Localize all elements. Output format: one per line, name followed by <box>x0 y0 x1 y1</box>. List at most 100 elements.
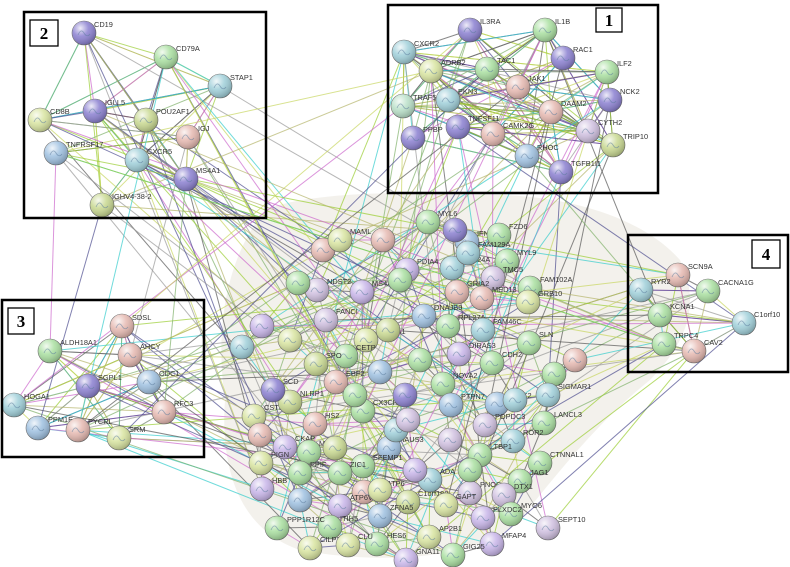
node-structure-glyph <box>382 445 396 452</box>
node-structure-glyph <box>486 131 500 138</box>
node-label: RPL27A <box>458 313 486 322</box>
edge <box>148 381 407 561</box>
node-structure-glyph <box>255 486 269 493</box>
node-structure-glyph <box>328 445 342 452</box>
edge <box>187 136 430 538</box>
cluster-box: 3 <box>0 298 206 459</box>
node-label: POU2AF1 <box>156 107 190 116</box>
node-label: ZIC1 <box>350 460 366 469</box>
protein-node: CD19 <box>71 20 113 46</box>
protein-node: CAV2 <box>681 338 723 364</box>
edge <box>94 56 167 112</box>
node-label: HES6 <box>387 531 406 540</box>
protein-node: FZD6 <box>486 222 527 248</box>
node-structure-glyph <box>521 299 535 306</box>
node-label: PLXDC2 <box>493 505 522 514</box>
edge <box>39 32 85 121</box>
node-structure-glyph <box>247 413 261 420</box>
protein-node: SGPL1 <box>75 373 122 399</box>
node-label: NCK2 <box>620 87 640 96</box>
protein-node: DAAM2 <box>538 99 586 125</box>
cluster-box: 4 <box>626 233 790 374</box>
edge <box>376 469 471 545</box>
node-label: RHOC <box>537 143 559 152</box>
node-label: CX3CR1 <box>373 398 402 407</box>
protein-node: AP2B1 <box>416 524 462 550</box>
cluster-box: 1 <box>386 3 660 195</box>
protein-node: TGFB1I1 <box>548 159 601 185</box>
protein-node <box>395 407 421 433</box>
protein-node: DNAJB9 <box>411 303 462 329</box>
protein-node: CYTH2 <box>575 118 622 144</box>
edge <box>49 152 57 352</box>
cluster-number-box <box>751 239 781 269</box>
edge <box>148 353 460 383</box>
edge <box>253 126 459 417</box>
protein-node: POPDC3 <box>472 412 525 438</box>
edge <box>121 29 471 327</box>
edge <box>13 404 165 413</box>
node-label: CYTH2 <box>598 118 622 127</box>
edge <box>185 178 301 474</box>
node-structure-glyph <box>319 317 333 324</box>
node-label: IGLL5 <box>105 98 125 107</box>
node-structure-glyph <box>522 340 536 347</box>
node-label: CAV2 <box>704 338 723 347</box>
protein-node: ATP6V0D2 <box>327 493 386 519</box>
node-label: HAUS3 <box>399 435 424 444</box>
node-structure-glyph <box>376 237 390 244</box>
protein-node <box>285 270 311 296</box>
node-label: PPP1R12C <box>287 515 325 524</box>
node-label: MYL9 <box>517 248 536 257</box>
protein-node: ZFNA5 <box>367 503 413 529</box>
protein-node: CTNNAL1 <box>527 450 584 476</box>
protein-node <box>392 382 418 408</box>
node-structure-glyph <box>450 289 464 296</box>
protein-node: GNA11 <box>393 547 440 567</box>
cluster-number-box <box>7 307 35 335</box>
node-label: STAP1 <box>230 73 253 82</box>
protein-node <box>249 313 275 339</box>
cluster-outline <box>22 10 268 220</box>
node-structure-glyph <box>393 277 407 284</box>
node-label: LTBP1 <box>490 442 512 451</box>
node-structure-glyph <box>253 432 267 439</box>
node-structure-glyph <box>389 427 403 434</box>
protein-node: PNOC <box>457 480 502 506</box>
protein-node: HBB <box>249 476 287 502</box>
cluster-number: 1 <box>605 11 614 30</box>
protein-node: DIRAS3 <box>446 341 496 367</box>
node-structure-glyph <box>95 202 109 209</box>
node-label: MED13 <box>492 285 517 294</box>
node-structure-glyph <box>439 502 453 509</box>
protein-node: PLXDC2 <box>470 505 522 531</box>
edge <box>145 119 549 396</box>
protein-node <box>562 347 588 373</box>
node-label: SCD <box>283 377 299 386</box>
node-structure-glyph <box>329 379 343 386</box>
node-structure-glyph <box>235 344 249 351</box>
node-label: CD79A <box>176 44 200 53</box>
node-structure-glyph <box>373 487 387 494</box>
protein-node <box>407 347 433 373</box>
edge <box>430 70 552 113</box>
node-structure-glyph <box>634 287 648 294</box>
edge <box>187 136 356 396</box>
protein-node: TRIP10 <box>600 132 648 158</box>
edge <box>402 105 589 132</box>
protein-node: FANCI <box>313 307 358 333</box>
node-structure-glyph <box>606 142 620 149</box>
node-label: JAG1 <box>530 468 548 477</box>
node-label: NOVA2 <box>453 371 478 380</box>
node-structure-glyph <box>406 135 420 142</box>
node-structure-glyph <box>381 327 395 334</box>
node-structure-glyph <box>303 545 317 552</box>
node-structure-glyph <box>538 27 552 34</box>
edge <box>430 70 562 173</box>
node-label: C1orf10 <box>754 310 780 319</box>
protein-node <box>457 457 483 483</box>
protein-node: TAC1 <box>474 56 515 82</box>
node-label: MYL6 <box>438 209 457 218</box>
node-structure-glyph <box>159 54 173 61</box>
